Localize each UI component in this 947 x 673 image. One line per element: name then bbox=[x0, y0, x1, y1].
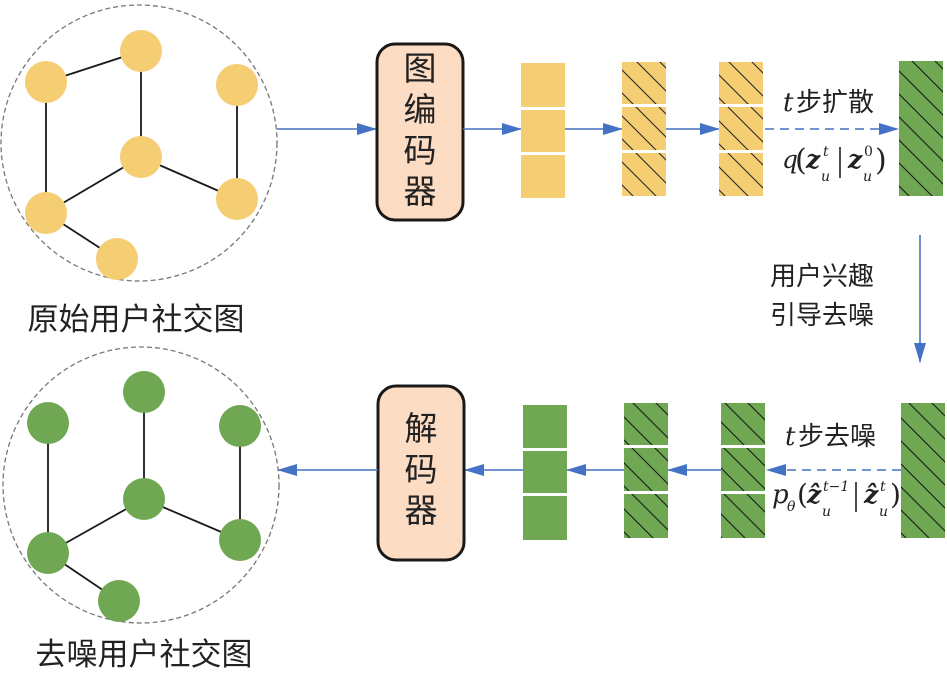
decoder-char: 解 bbox=[405, 409, 438, 448]
user-node bbox=[219, 519, 261, 561]
graph-nodes bbox=[27, 371, 261, 622]
user-node bbox=[120, 30, 162, 72]
noised-embedding-block bbox=[719, 62, 763, 196]
graph-boundary bbox=[2, 346, 280, 624]
original-social-graph: 原始用户社交图 bbox=[0, 4, 278, 338]
user-node bbox=[98, 580, 140, 622]
formula-sup: 0 bbox=[864, 144, 873, 160]
formula-var: z bbox=[847, 145, 863, 174]
user-node bbox=[216, 64, 258, 106]
forward-label: 步扩散 bbox=[796, 88, 874, 118]
forward-formula: q ( z t u z 0 u ) bbox=[782, 143, 887, 185]
denoised-social-graph: 去噪用户社交图 bbox=[2, 346, 280, 673]
formula-sub: u bbox=[879, 504, 888, 520]
formula-var: z bbox=[805, 145, 821, 174]
user-node bbox=[120, 136, 162, 178]
encoder-char: 器 bbox=[404, 172, 437, 211]
decoder-char: 器 bbox=[405, 491, 438, 530]
graph-boundary bbox=[0, 4, 278, 282]
user-node bbox=[25, 192, 67, 234]
step-t: t bbox=[785, 422, 796, 452]
formula-sub: u bbox=[822, 504, 831, 520]
user-embedding-block bbox=[521, 63, 565, 198]
formula-var: ẑ bbox=[806, 480, 822, 509]
step-t: t bbox=[783, 88, 794, 118]
formula-func-sub: θ bbox=[787, 499, 796, 515]
encoder-char: 码 bbox=[404, 131, 437, 170]
user-node bbox=[27, 402, 69, 444]
formula-sub: u bbox=[821, 169, 830, 185]
paren-close: ) bbox=[875, 143, 887, 178]
formula-sup: t bbox=[880, 479, 886, 495]
encoder-char: 编 bbox=[404, 90, 437, 129]
denoised-embedding-block bbox=[624, 403, 668, 538]
user-node bbox=[123, 478, 165, 520]
graph-nodes bbox=[25, 30, 258, 280]
user-node bbox=[25, 61, 67, 103]
forward-diffusion-label: t 步扩散 bbox=[783, 88, 874, 118]
reverse-denoise-label: t 步去噪 bbox=[785, 422, 876, 452]
guide-line1: 用户兴趣 bbox=[770, 262, 874, 292]
clean-embedding-block bbox=[523, 405, 567, 540]
formula-func: p bbox=[772, 480, 789, 510]
formula-sup: t bbox=[823, 144, 829, 160]
decoder-box: 解 码 器 bbox=[376, 384, 466, 562]
reverse-formula: p θ ( ẑ t−1 u ẑ t u ) bbox=[772, 478, 901, 520]
reverse-label: 步去噪 bbox=[798, 422, 876, 452]
user-node bbox=[216, 178, 258, 220]
formula-sup: t−1 bbox=[823, 479, 849, 495]
paren-open: ( bbox=[797, 478, 808, 511]
noise-block bbox=[901, 403, 945, 538]
formula-sub: u bbox=[863, 169, 872, 185]
decoder-char: 码 bbox=[405, 450, 438, 489]
user-node bbox=[27, 532, 69, 574]
denoised-embedding-block bbox=[721, 403, 765, 538]
noise-block bbox=[899, 61, 943, 196]
bottom-graph-caption: 去噪用户社交图 bbox=[36, 637, 253, 673]
top-graph-caption: 原始用户社交图 bbox=[28, 302, 245, 338]
paren-open: ( bbox=[795, 143, 807, 178]
user-node bbox=[219, 405, 261, 447]
formula-func: q bbox=[782, 145, 798, 174]
user-node bbox=[96, 238, 138, 280]
user-node bbox=[123, 371, 165, 413]
paren-close: ) bbox=[890, 478, 901, 511]
noised-embedding-block bbox=[622, 62, 666, 196]
encoder-char: 图 bbox=[404, 49, 437, 88]
guide-line2: 引导去噪 bbox=[770, 301, 874, 331]
encoder-box: 图 编 码 器 bbox=[375, 42, 465, 222]
formula-var: ẑ bbox=[863, 480, 879, 509]
